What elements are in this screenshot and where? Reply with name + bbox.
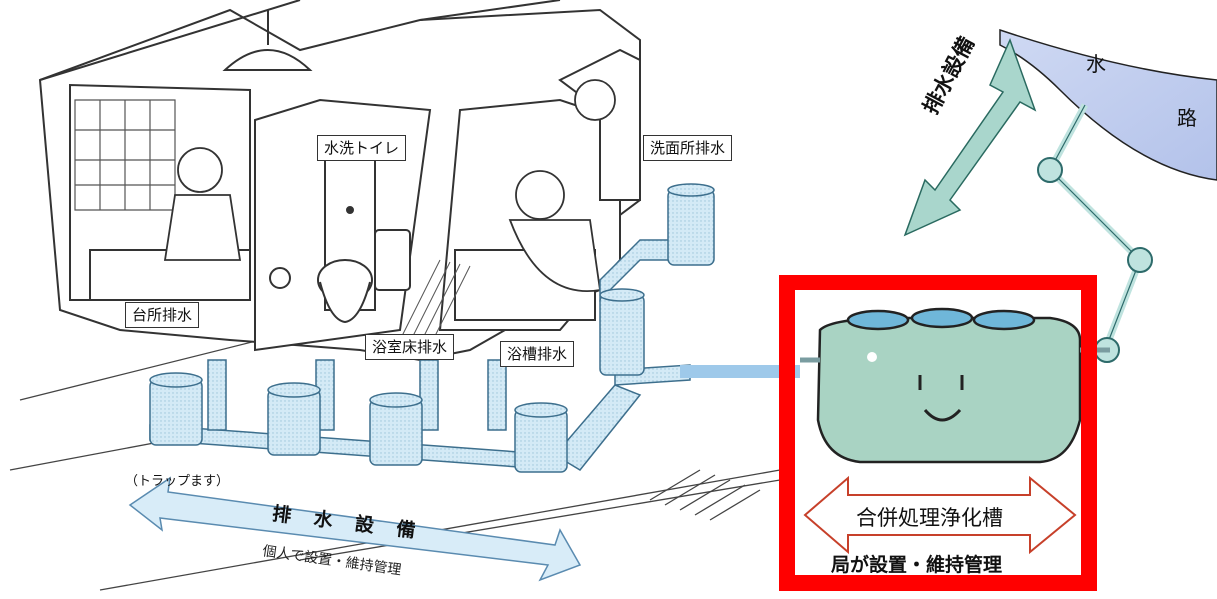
people — [163, 79, 616, 292]
connecting-pipe — [680, 365, 800, 378]
river-char-1: 水 — [1086, 52, 1106, 76]
tank-double-arrow — [803, 475, 1077, 555]
tank-subtitle: 局が設置・維持管理 — [831, 554, 1003, 576]
septic-tank — [800, 307, 1110, 464]
bath-floor-label: 浴室床排水 — [365, 334, 455, 360]
trap-label: （トラップます） — [125, 474, 230, 489]
toilet-label: 水洗トイレ — [317, 135, 407, 161]
tank-highlight — [867, 352, 877, 362]
river-char-2: 路 — [1177, 106, 1197, 130]
right-drainage-arrow — [903, 37, 1037, 237]
bathtub-label: 浴槽排水 — [500, 341, 575, 367]
tank-title: 合併処理浄化槽 — [856, 506, 1003, 530]
house-drainage-arrow — [128, 476, 582, 582]
tank-face — [918, 375, 964, 422]
kitchen-label: 台所排水 — [125, 302, 200, 328]
washroom-label: 洗面所排水 — [643, 135, 733, 161]
outlet-chain — [1037, 103, 1153, 363]
river — [999, 28, 1217, 181]
pipes — [149, 183, 715, 473]
